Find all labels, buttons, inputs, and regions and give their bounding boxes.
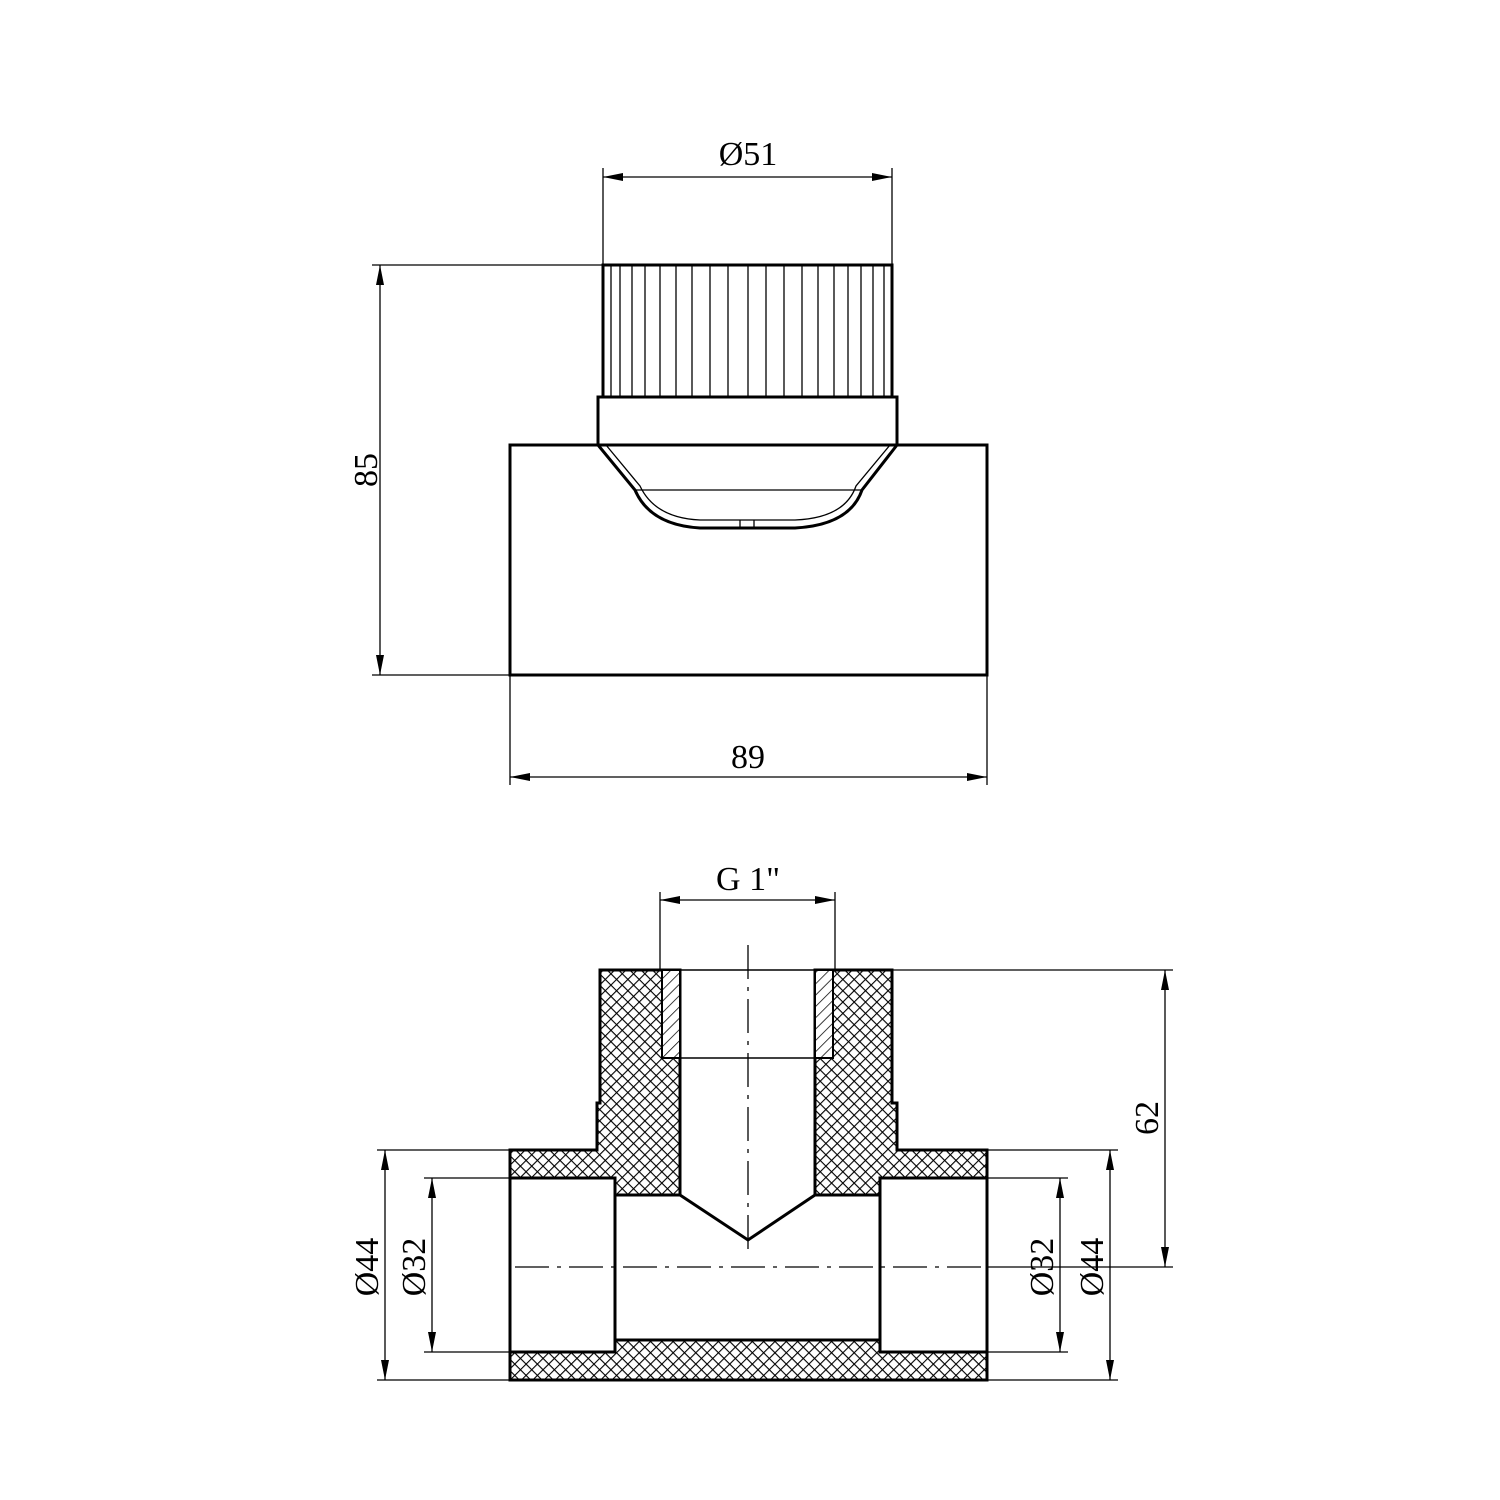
- dimension-left-diameters: Ø44 Ø32: [349, 1149, 510, 1381]
- dim-label: 62: [1129, 1101, 1166, 1135]
- right-branch-wall: [813, 968, 989, 1197]
- branch-transition: [596, 444, 899, 530]
- top-view: Ø51 85 89: [348, 136, 989, 785]
- dim-label: G 1": [716, 861, 780, 898]
- dimension-length: 89: [509, 675, 988, 785]
- dim-label: 89: [731, 739, 765, 776]
- dimension-branch-height: 62: [892, 969, 1173, 1268]
- dim-label: Ø32: [1024, 1238, 1061, 1297]
- collar: [596, 395, 899, 447]
- thread-insert-left: [661, 969, 681, 1059]
- bottom-wall: [508, 1338, 989, 1382]
- dimension-cap-diameter: Ø51: [602, 136, 893, 265]
- dim-label: Ø51: [719, 136, 778, 173]
- dim-label: Ø32: [396, 1238, 433, 1297]
- section-view: G 1" 62 Ø44 Ø32 Ø32 Ø44: [349, 861, 1173, 1382]
- dim-label: Ø44: [349, 1238, 386, 1297]
- dimension-right-diameters: Ø32 Ø44: [987, 1149, 1118, 1381]
- thread-insert-right: [814, 969, 834, 1059]
- left-branch-wall: [508, 968, 682, 1197]
- knurl-lines: [610, 265, 885, 397]
- dimension-thread: G 1": [659, 861, 836, 970]
- dim-label: 85: [348, 453, 385, 487]
- dim-label: Ø44: [1074, 1238, 1111, 1297]
- dimension-height: 85: [348, 264, 603, 676]
- tee-body: [508, 443, 989, 677]
